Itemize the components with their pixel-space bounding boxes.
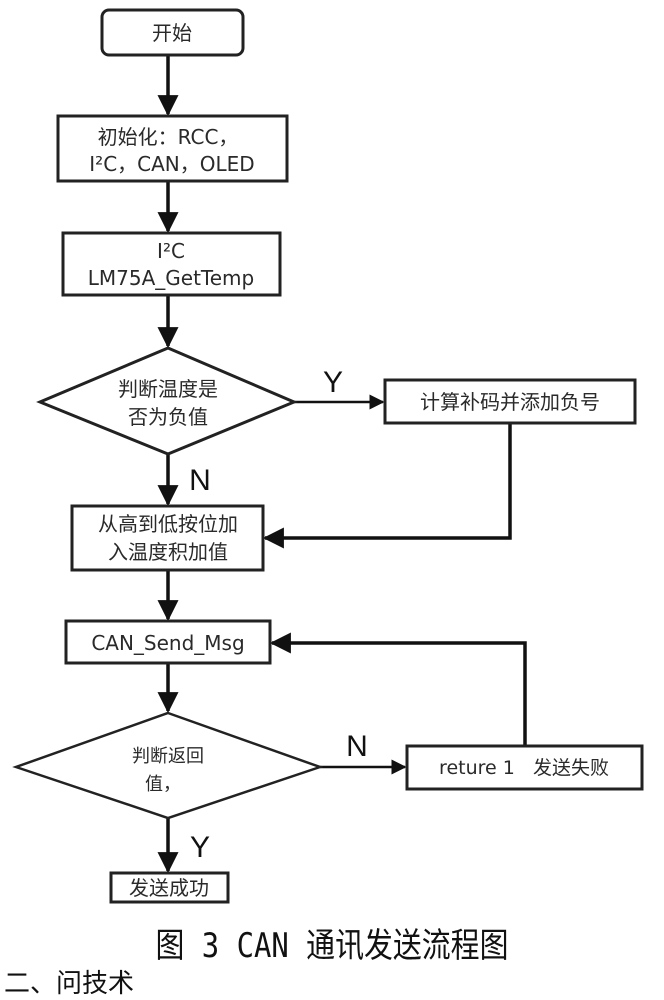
node-send-success	[109, 871, 230, 904]
send-msg-label: CAN_Send_Msg	[91, 631, 244, 655]
accumulate-label-line2: 入温度积加值	[108, 540, 228, 564]
cutoff-text-fragment: 二、问技术	[4, 969, 135, 999]
edge-label-no-2: N	[346, 730, 368, 763]
get-temp-label-line1: I²C	[157, 239, 185, 263]
edge-complement-accumulate	[262, 424, 512, 549]
node-check-negative	[36, 346, 298, 456]
node-send-fail	[405, 744, 644, 791]
check-return-label-line1: 判断返回	[132, 746, 204, 767]
get-temp-label-line2: LM75A_GetTemp	[88, 266, 254, 290]
check-return-label-line2: 值，	[145, 774, 181, 795]
send-fail-label: reture 1 发送失败	[439, 757, 609, 779]
node-get-temp	[61, 231, 282, 297]
edge-label-yes-2: Y	[190, 831, 210, 864]
flowchart: 开始 初始化：RCC， I²C，CAN，OLED I²C LM75A_GetTe…	[12, 8, 644, 904]
accumulate-label-line1: 从高到低按位加	[98, 512, 238, 536]
figure-caption: 图 3 CAN 通讯发送流程图	[155, 926, 509, 966]
check-negative-label-line2: 否为负值	[128, 405, 208, 429]
node-init	[56, 114, 289, 183]
start-label: 开始	[152, 21, 192, 45]
edge-fail-sendmsg	[269, 632, 527, 746]
node-accumulate	[70, 504, 265, 572]
node-check-return	[12, 711, 324, 820]
edge-label-yes-1: Y	[323, 366, 343, 399]
init-label-line2: I²C，CAN，OLED	[89, 152, 254, 176]
complement-label: 计算补码并添加负号	[420, 390, 600, 414]
node-complement	[383, 378, 637, 425]
send-success-label: 发送成功	[129, 876, 209, 900]
node-send-msg	[64, 619, 272, 665]
check-negative-label-line1: 判断温度是	[118, 377, 218, 401]
init-label-line1: 初始化：RCC，	[98, 125, 239, 149]
node-start	[100, 8, 245, 57]
edge-label-no-1: N	[189, 464, 211, 497]
